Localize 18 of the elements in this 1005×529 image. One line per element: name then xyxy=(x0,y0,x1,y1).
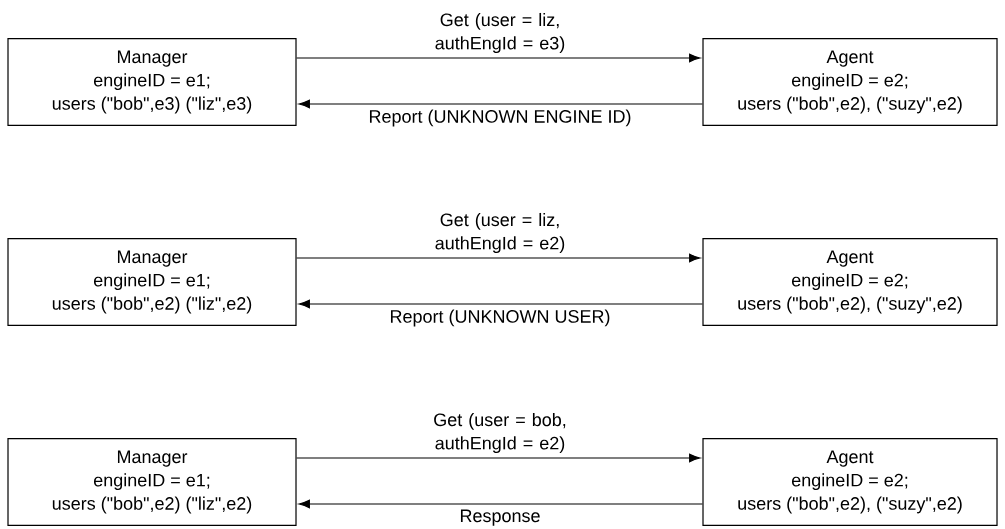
edge-label: Report (UNKNOWN USER) xyxy=(388,308,612,328)
box: Manager engineID = e1; users ("bob",e2) ("liz",e2) xyxy=(7,437,297,527)
edge-label: Get (user = bob, authEngId = e2) xyxy=(434,412,566,454)
box: Manager engineID = e1; users ("bob",e3) ("liz",e3) xyxy=(7,37,297,127)
edge-label: Report (UNKNOWN ENGINE ID) xyxy=(367,108,633,128)
arrow xyxy=(298,99,703,109)
box: Agent engineID = e2; users ("bob",e2), ("suzy",e2) xyxy=(702,437,998,527)
box: Agent engineID = e2; users ("bob",e2), ("suzy",e2) xyxy=(702,237,998,327)
edge-label: Get (user = liz, authEngId = e3) xyxy=(435,12,565,54)
arrow xyxy=(298,499,703,509)
box: Agent engineID = e2; users ("bob",e2), ("suzy",e2) xyxy=(702,37,998,127)
arrow xyxy=(296,53,701,63)
arrow xyxy=(296,253,701,263)
arrow xyxy=(298,299,703,309)
edge-label: Get (user = liz, authEngId = e2) xyxy=(435,212,565,254)
box: Manager engineID = e1; users ("bob",e2) ("liz",e2) xyxy=(7,237,297,327)
edge-label: Response xyxy=(458,508,542,528)
arrow xyxy=(296,453,701,463)
